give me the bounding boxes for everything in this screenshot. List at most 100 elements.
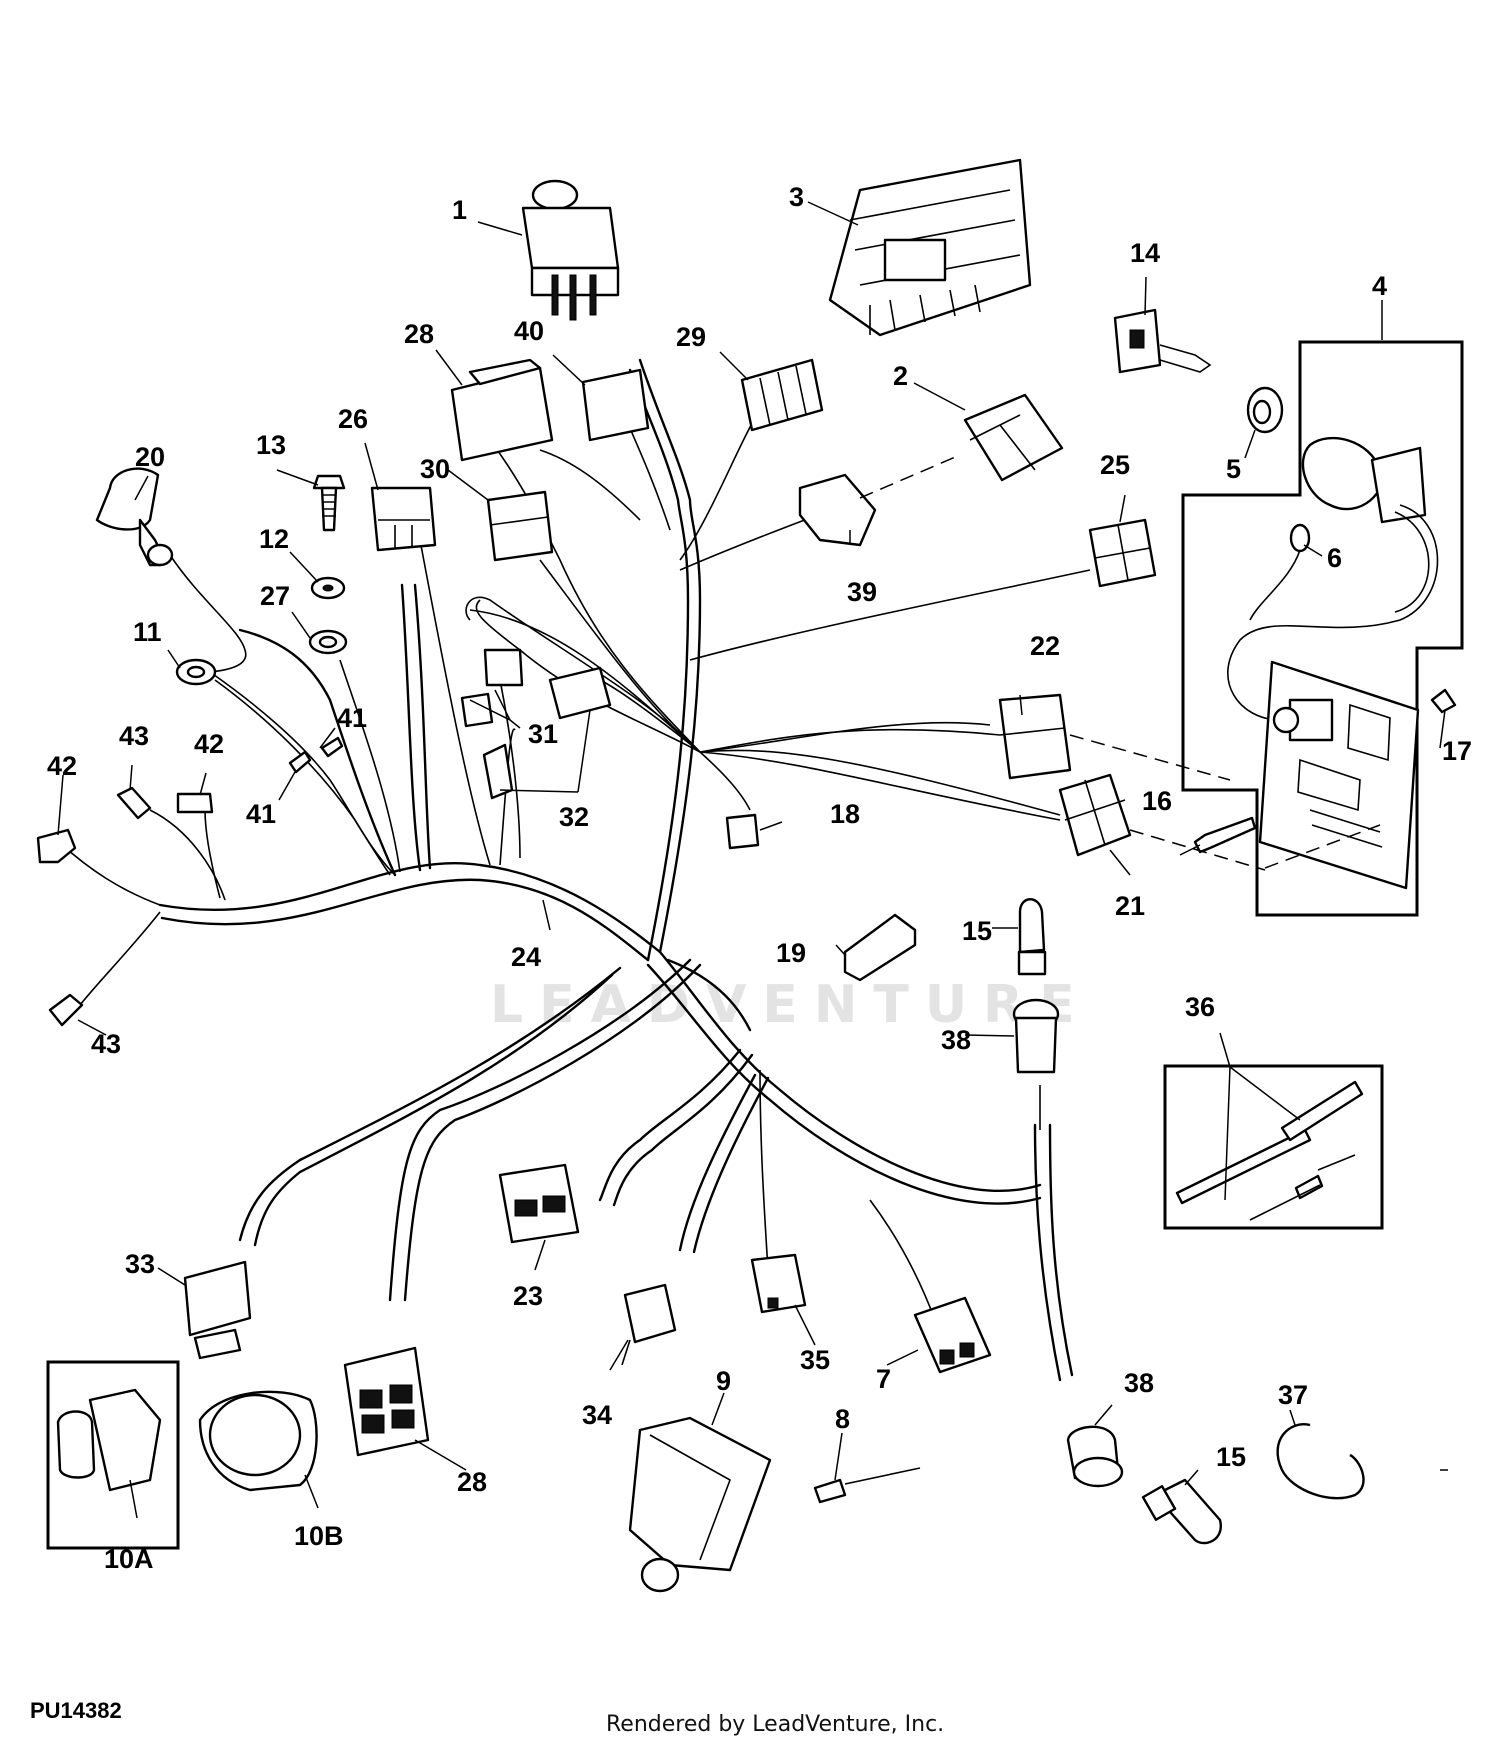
part-wire-sleeve-36	[1163, 1064, 1384, 1230]
callout-37: 37	[1278, 1380, 1308, 1410]
part-washer-12	[310, 576, 346, 600]
callout-10b: 10B	[294, 1521, 344, 1551]
callout-42-center: 42	[194, 729, 224, 759]
part-connector-33	[183, 1260, 252, 1360]
callout-16: 16	[1142, 786, 1172, 816]
part-connector-35	[750, 1253, 807, 1314]
callout-42-left: 42	[47, 751, 77, 781]
callout-19: 19	[776, 938, 806, 968]
callout-13: 13	[256, 430, 286, 460]
callout-6: 6	[1327, 543, 1342, 573]
callout-27: 27	[260, 581, 290, 611]
part-key-14	[1113, 308, 1212, 374]
callout-7: 7	[876, 1364, 891, 1394]
part-clamp-37	[1276, 1423, 1365, 1500]
part-connector-26	[370, 486, 437, 552]
callout-9: 9	[716, 1366, 731, 1396]
part-terminal-42-center	[176, 792, 214, 814]
callout-24: 24	[511, 942, 541, 972]
part-connector-25	[1088, 518, 1157, 588]
part-switch-1	[521, 179, 620, 321]
part-connector-22	[998, 693, 1072, 780]
part-bulb-15-top	[1017, 898, 1047, 976]
part-connector-39	[798, 473, 877, 547]
callout-40: 40	[514, 316, 544, 346]
part-switch-9	[628, 1416, 772, 1593]
callout-35: 35	[800, 1345, 830, 1375]
callout-28-bottom: 28	[457, 1467, 487, 1497]
part-pin-8	[813, 1467, 921, 1504]
diagram-id-label: PU14382	[30, 1698, 122, 1723]
leader-lines	[57, 201, 1448, 1519]
part-connector-18	[725, 813, 760, 850]
callout-41-right: 41	[337, 703, 367, 733]
part-bulb-15-bottom	[1141, 1478, 1222, 1545]
part-screw-16	[1193, 816, 1257, 854]
watermark-text: LEADVENTURE	[490, 975, 1091, 1035]
part-connector-2	[963, 393, 1064, 482]
callout-18: 18	[830, 799, 860, 829]
callout-11: 11	[133, 617, 162, 647]
callout-4: 4	[1372, 271, 1387, 301]
callout-31: 31	[528, 719, 558, 749]
part-bolt-13	[312, 474, 346, 532]
part-connector-28-bottom	[343, 1346, 430, 1457]
part-connector-34	[621, 1283, 677, 1366]
callout-30: 30	[420, 454, 450, 484]
ignition-switch-group-4	[1181, 340, 1464, 917]
callout-43-top: 43	[119, 721, 149, 751]
callout-8: 8	[835, 1404, 850, 1434]
part-socket-38-bottom	[1066, 1425, 1124, 1488]
callout-12: 12	[259, 524, 289, 554]
part-washer-27	[308, 629, 348, 655]
callout-29: 29	[676, 322, 706, 352]
callout-26: 26	[338, 404, 368, 434]
part-connector-21	[1058, 773, 1132, 857]
part-module-3	[828, 158, 1032, 337]
part-terminal-43-left	[116, 786, 152, 820]
part-connector-28-top	[450, 358, 554, 462]
part-terminal-42-left	[36, 828, 77, 864]
callout-23: 23	[513, 1281, 543, 1311]
callout-10a: 10A	[104, 1544, 154, 1574]
callout-43-bottom: 43	[91, 1029, 121, 1059]
part-nut-5	[1246, 386, 1284, 434]
callout-15-bottom: 15	[1216, 1442, 1246, 1472]
callout-15-top: 15	[962, 916, 992, 946]
callout-14: 14	[1130, 238, 1160, 268]
callout-38-top: 38	[941, 1025, 971, 1055]
part-connector-19	[843, 913, 917, 982]
callout-33: 33	[125, 1249, 155, 1279]
callout-3: 3	[789, 182, 804, 212]
callout-28-top: 28	[404, 319, 434, 349]
callout-5: 5	[1226, 454, 1241, 484]
part-fuse-41	[288, 736, 344, 774]
callout-2: 2	[893, 361, 908, 391]
callout-41-left: 41	[246, 799, 276, 829]
callout-20: 20	[135, 442, 165, 472]
callout-1: 1	[452, 195, 467, 225]
part-socket-38-top	[1012, 998, 1060, 1074]
callout-25: 25	[1100, 450, 1130, 480]
part-ring-terminal-11	[175, 658, 217, 686]
part-connector-31	[460, 648, 524, 728]
callout-36: 36	[1185, 992, 1215, 1022]
callout-32: 32	[559, 802, 589, 832]
part-connector-7	[913, 1296, 992, 1374]
part-connector-30	[486, 490, 554, 562]
part-connector-29	[740, 358, 824, 432]
part-sensor-10a	[46, 1360, 180, 1550]
callout-22: 22	[1030, 631, 1060, 661]
part-terminal-43-bottom	[48, 993, 84, 1027]
part-connector-40	[581, 368, 650, 442]
render-credit: Rendered by LeadVenture, Inc.	[606, 1712, 945, 1737]
part-sensor-10b	[198, 1390, 318, 1492]
callout-34: 34	[582, 1400, 612, 1430]
part-connector-23	[498, 1163, 580, 1244]
callout-39: 39	[847, 577, 877, 607]
part-boot-20	[95, 467, 174, 567]
callout-21: 21	[1115, 891, 1145, 921]
callout-38-bottom: 38	[1124, 1368, 1154, 1398]
callout-17: 17	[1442, 736, 1472, 766]
